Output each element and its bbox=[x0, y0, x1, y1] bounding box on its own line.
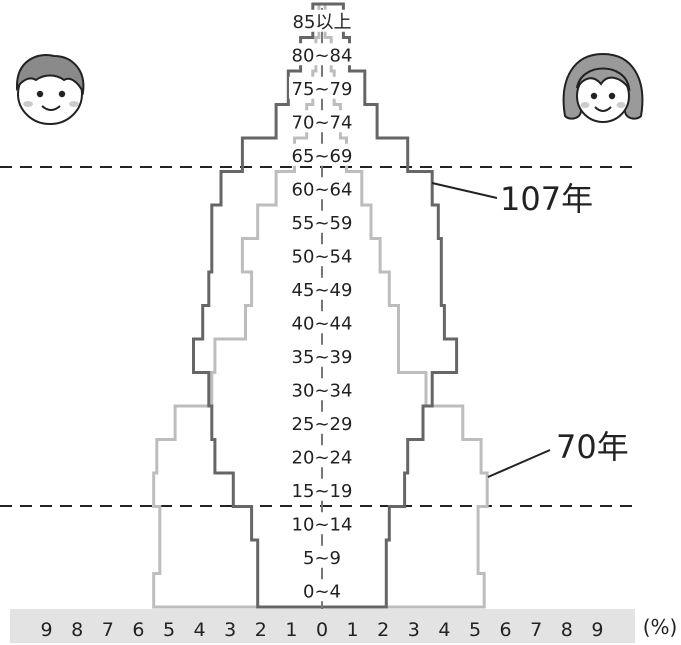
x-tick-left: 1 bbox=[285, 619, 297, 641]
x-tick-right: 4 bbox=[438, 619, 450, 641]
age-label-background bbox=[289, 411, 355, 434]
x-tick-left: 9 bbox=[41, 619, 53, 641]
age-group-label: 80~84 bbox=[292, 45, 353, 66]
x-tick-right: 3 bbox=[408, 619, 420, 641]
age-label-background bbox=[289, 76, 355, 99]
age-group-label: 20~24 bbox=[292, 447, 353, 468]
series-107-left-outline bbox=[192, 2, 322, 609]
age-label-background bbox=[295, 9, 349, 32]
age-group-label: 15~19 bbox=[292, 481, 353, 502]
age-group-labels: 0~4 5~9 10~14 15~19 20~24 25~29 30~34 35~39 40~4… bbox=[289, 9, 355, 602]
age-label-background bbox=[289, 110, 355, 133]
age-group-label: 10~14 bbox=[292, 514, 353, 535]
age-label-background bbox=[301, 579, 343, 602]
age-label-background bbox=[289, 478, 355, 501]
age-group-label: 40~44 bbox=[292, 313, 353, 334]
callout-label-107: 107年 bbox=[500, 180, 593, 218]
x-tick-right: 5 bbox=[469, 619, 481, 641]
age-label-background bbox=[289, 311, 355, 334]
age-label-background bbox=[289, 277, 355, 300]
age-group-label: 50~54 bbox=[292, 246, 353, 267]
age-group-label: 45~49 bbox=[292, 280, 353, 301]
series-70-left-outline bbox=[152, 2, 322, 609]
age-group-label: 30~34 bbox=[292, 380, 353, 401]
age-label-background bbox=[289, 244, 355, 267]
age-group-label: 70~74 bbox=[292, 112, 353, 133]
age-label-background bbox=[289, 177, 355, 200]
x-tick-right: 1 bbox=[347, 619, 359, 641]
x-tick-right: 7 bbox=[530, 619, 542, 641]
x-axis-unit: (%) bbox=[643, 615, 678, 639]
x-tick-right: 2 bbox=[377, 619, 389, 641]
series-70-right-outline bbox=[322, 2, 489, 609]
x-tick-left: 3 bbox=[224, 619, 236, 641]
x-tick-right: 8 bbox=[561, 619, 573, 641]
x-tick-left: 7 bbox=[102, 619, 114, 641]
age-group-label: 0~4 bbox=[303, 581, 341, 602]
age-label-background bbox=[289, 378, 355, 401]
age-label-background bbox=[289, 445, 355, 468]
x-tick-left: 5 bbox=[163, 619, 175, 641]
x-axis-band bbox=[10, 609, 635, 643]
x-tick-left: 6 bbox=[132, 619, 144, 641]
x-tick-left: 4 bbox=[194, 619, 206, 641]
x-tick-right: 9 bbox=[591, 619, 603, 641]
callout-line-107 bbox=[431, 182, 498, 199]
age-group-label: 65~69 bbox=[292, 146, 353, 167]
age-label-background bbox=[289, 210, 355, 233]
age-label-background bbox=[289, 512, 355, 535]
age-group-label: 60~64 bbox=[292, 179, 353, 200]
x-tick-center: 0 bbox=[316, 619, 328, 641]
callout-line-70 bbox=[487, 449, 551, 478]
age-label-background bbox=[289, 344, 355, 367]
age-group-label: 85以上 bbox=[293, 12, 352, 33]
pyramid-series bbox=[152, 2, 489, 609]
age-group-label: 75~79 bbox=[292, 79, 353, 100]
series-107-right-outline bbox=[322, 2, 459, 609]
age-group-label: 25~29 bbox=[292, 414, 353, 435]
age-group-label: 55~59 bbox=[292, 213, 353, 234]
age-group-label: 35~39 bbox=[292, 347, 353, 368]
age-label-background bbox=[301, 545, 343, 568]
age-group-label: 5~9 bbox=[303, 548, 341, 569]
age-label-background bbox=[289, 43, 355, 66]
x-tick-left: 2 bbox=[255, 619, 267, 641]
age-label-background bbox=[289, 143, 355, 166]
girl-face-icon bbox=[562, 52, 644, 123]
x-tick-right: 6 bbox=[500, 619, 512, 641]
callout-label-70: 70年 bbox=[556, 428, 629, 466]
x-tick-left: 8 bbox=[71, 619, 83, 641]
boy-face-icon bbox=[15, 54, 85, 125]
